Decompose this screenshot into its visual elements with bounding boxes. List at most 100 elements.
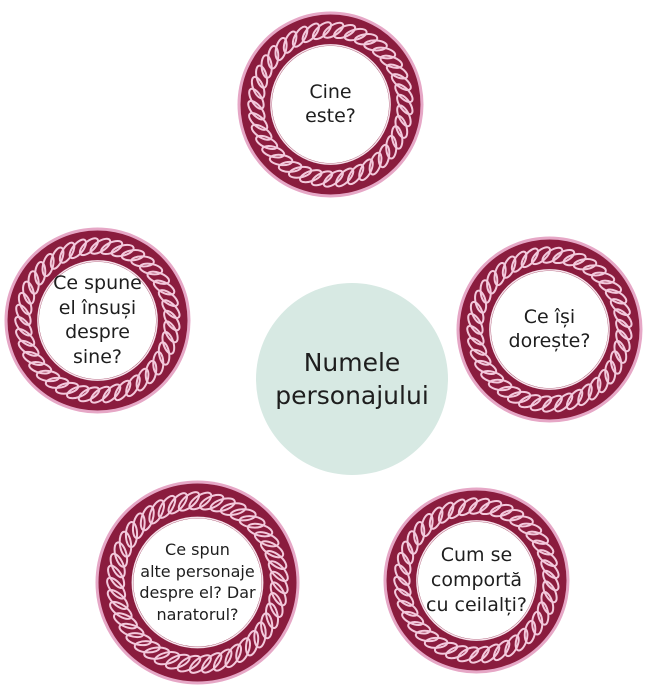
chain-link xyxy=(390,73,412,92)
chain-link xyxy=(394,83,414,104)
chain-link xyxy=(394,563,411,586)
chain-link xyxy=(261,145,286,159)
chain-link xyxy=(322,169,344,188)
chain-link xyxy=(287,165,313,179)
chain-link xyxy=(109,552,126,579)
chain-link xyxy=(259,540,285,559)
chain-border-decoration xyxy=(456,236,643,423)
chain-link xyxy=(518,394,542,409)
chain-link xyxy=(420,512,434,538)
chain-links xyxy=(247,21,414,188)
chain-link xyxy=(479,500,503,516)
chain-link xyxy=(250,75,266,100)
chain-link xyxy=(529,395,553,412)
question-label-behavior: Cum se comportă cu ceilalți? xyxy=(426,544,527,616)
chain-link xyxy=(144,359,158,385)
chain-link xyxy=(125,374,141,398)
chain-link xyxy=(401,610,425,627)
chain-link xyxy=(536,549,558,568)
chain-link xyxy=(107,564,126,589)
chain-link xyxy=(125,632,153,647)
chain-link xyxy=(489,503,514,518)
chain-link xyxy=(113,541,129,568)
chain-border-decoration xyxy=(95,480,300,685)
chain-link xyxy=(474,359,498,376)
chain-link xyxy=(492,639,511,662)
chain-link xyxy=(163,320,179,344)
chain-link xyxy=(496,385,522,398)
chain-link xyxy=(385,134,398,160)
chain-link xyxy=(525,530,550,545)
chain-link xyxy=(542,580,558,604)
question-label-desires: Ce își dorește? xyxy=(508,305,591,353)
chain-link xyxy=(113,612,138,630)
chain-link xyxy=(523,619,537,645)
chain-link xyxy=(152,350,165,376)
chain-link xyxy=(282,30,298,54)
chain-link xyxy=(277,160,303,173)
chain-link xyxy=(311,21,333,41)
chain-link xyxy=(260,612,274,640)
chain-link xyxy=(77,386,101,403)
question-circle-others-opinion: Ce spun alte personaje despre el? Dar na… xyxy=(94,479,301,686)
chain-link xyxy=(106,588,129,610)
chain-link xyxy=(467,337,488,356)
chain-link xyxy=(157,289,179,308)
chain-link xyxy=(396,599,419,617)
chain-link xyxy=(143,646,171,660)
chain-link xyxy=(199,493,225,511)
chain-border-decoration xyxy=(237,11,424,198)
chain-link xyxy=(209,497,236,513)
chain-link xyxy=(504,634,520,658)
chain-link xyxy=(253,531,280,548)
chain-link xyxy=(541,246,564,264)
chain-link xyxy=(613,308,633,329)
chain-link xyxy=(609,298,631,317)
chain-link xyxy=(447,498,466,520)
chain-links xyxy=(466,246,633,413)
chain-link xyxy=(153,651,181,666)
chain-link xyxy=(474,289,488,314)
chain-link xyxy=(479,279,492,304)
chain-link xyxy=(235,637,251,664)
chain-link xyxy=(572,258,598,271)
chain-link xyxy=(54,381,80,395)
chain-link xyxy=(265,602,279,630)
chain-link xyxy=(554,392,574,413)
chain-link xyxy=(396,551,412,576)
chain-link xyxy=(401,540,415,565)
chain-link xyxy=(590,271,616,285)
chain-link xyxy=(501,255,517,279)
chain-link xyxy=(481,643,501,664)
chain-link xyxy=(509,515,534,528)
chain-link xyxy=(604,359,617,385)
chain-link xyxy=(35,369,61,383)
chain-link xyxy=(177,491,201,512)
chain-link xyxy=(106,576,127,600)
chain-link xyxy=(499,509,525,522)
chain-link xyxy=(510,250,528,273)
chain-link xyxy=(413,520,426,546)
chain-link xyxy=(299,169,323,184)
question-circle-self-description: Ce spune el însuși despre sine? xyxy=(3,226,192,415)
chain-link xyxy=(34,260,47,286)
chain-link xyxy=(456,646,480,663)
chain-link xyxy=(506,390,532,404)
chain-link xyxy=(394,588,415,607)
chain-link xyxy=(152,279,176,296)
chain-link xyxy=(615,329,631,353)
chain-link xyxy=(58,241,76,264)
chain-link xyxy=(268,591,284,618)
chain-link xyxy=(161,331,176,355)
chain-link xyxy=(244,629,260,657)
chain-border-decoration xyxy=(383,487,570,674)
chain-link xyxy=(120,249,146,262)
chain-link xyxy=(414,629,440,643)
chain-link xyxy=(212,648,233,672)
chain-link xyxy=(264,550,288,571)
chain-link xyxy=(100,240,124,256)
chain-link xyxy=(238,515,266,529)
chain-link xyxy=(520,247,539,269)
chain-link xyxy=(113,379,132,402)
